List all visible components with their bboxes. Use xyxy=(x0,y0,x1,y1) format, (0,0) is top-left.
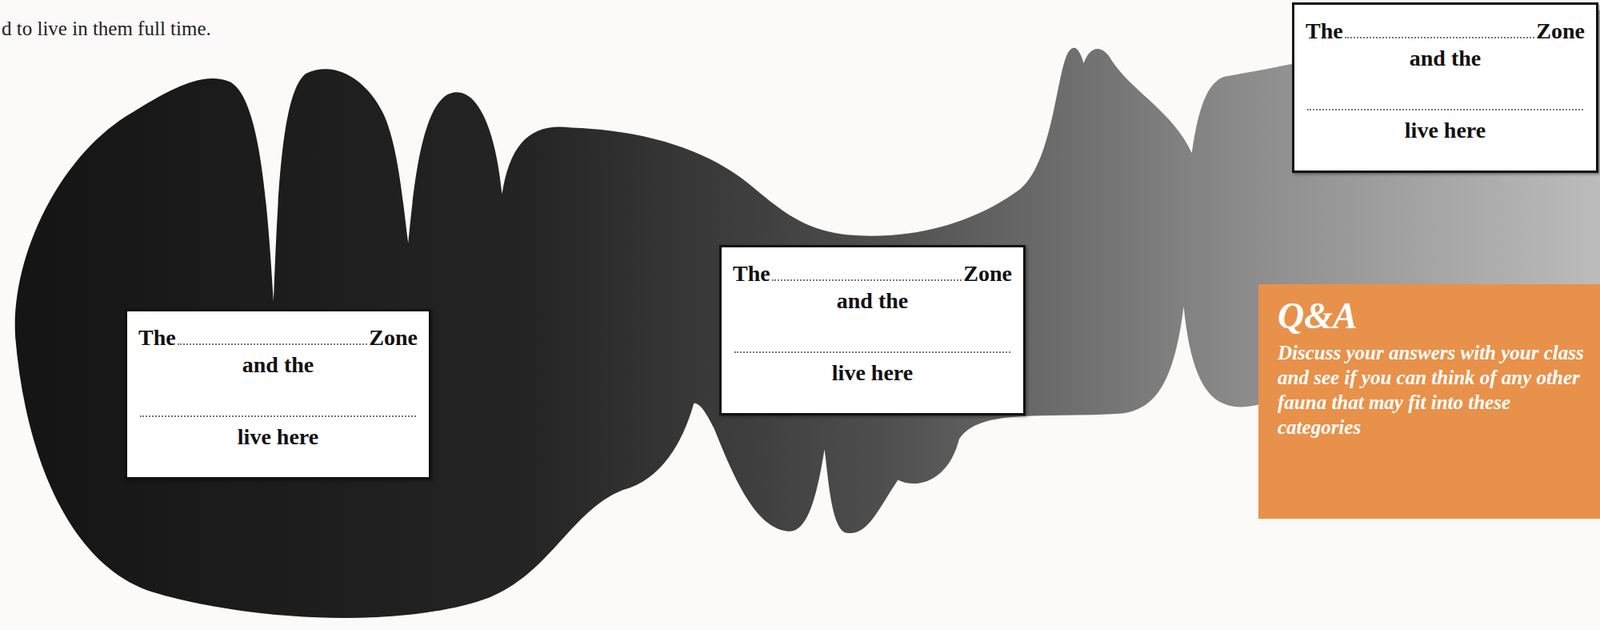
prompt-text: and the xyxy=(1305,44,1585,72)
blank-line xyxy=(177,343,368,345)
qa-instruction: Discuss your answers with your class and… xyxy=(1277,340,1588,440)
zone-row: The Zone xyxy=(138,324,418,352)
blank-line xyxy=(772,279,963,281)
zone-box: The Zoneand the live here xyxy=(124,308,432,480)
qa-heading: Q&A xyxy=(1277,295,1588,337)
blank-line xyxy=(1307,108,1584,111)
prompt-text: live here xyxy=(732,359,1012,387)
intro-text-fragment: d to live in them full time. xyxy=(1,17,212,40)
blank-line xyxy=(140,415,416,417)
blank-line xyxy=(1344,36,1536,39)
zone-row: The Zone xyxy=(1305,17,1585,45)
prompt-text: and the xyxy=(138,351,418,379)
zone-box: The Zoneand the live here xyxy=(719,244,1026,416)
prompt-text: Zone xyxy=(963,260,1012,288)
prompt-text: and the xyxy=(732,287,1012,315)
prompt-text: The xyxy=(138,324,176,352)
qa-panel: Q&ADiscuss your answers with your class … xyxy=(1258,284,1600,519)
prompt-text: live here xyxy=(1305,116,1585,144)
prompt-text: The xyxy=(732,260,771,288)
prompt-text: The xyxy=(1305,17,1344,45)
prompt-text: Zone xyxy=(368,324,418,352)
blank-line xyxy=(734,351,1011,353)
prompt-text: live here xyxy=(138,423,418,451)
prompt-text: Zone xyxy=(1536,17,1585,45)
zone-box: The Zoneand the live here xyxy=(1292,2,1599,173)
zone-row: The Zone xyxy=(732,260,1012,288)
